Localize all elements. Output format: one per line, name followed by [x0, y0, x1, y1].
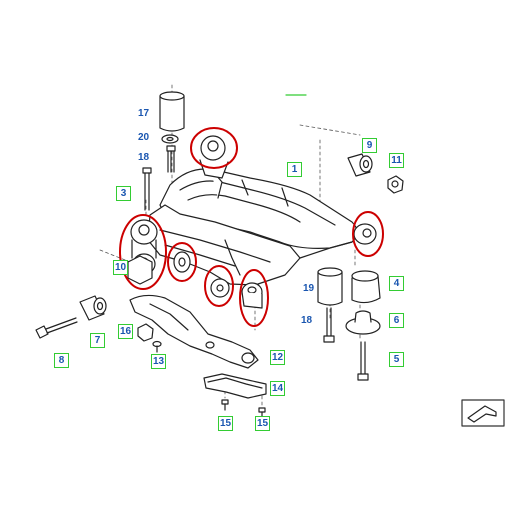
callout-7: 7	[90, 333, 105, 348]
highlight-ring	[167, 242, 197, 282]
highlight-rings	[119, 127, 384, 327]
highlight-ring	[204, 265, 234, 307]
callout-12: 12	[270, 350, 285, 365]
part-20-washer	[161, 134, 179, 144]
callout-10: 10	[113, 260, 128, 275]
callout-3: 3	[116, 186, 131, 201]
part-3-bolt	[142, 167, 152, 211]
part-7-bushing	[79, 295, 107, 321]
label-20: 20	[138, 132, 150, 143]
callout-6: 6	[389, 313, 404, 328]
mount-right	[353, 223, 377, 245]
callout-15: 15	[255, 416, 270, 431]
part-18-bolt-lower	[323, 307, 335, 343]
highlight-ring	[119, 214, 167, 290]
highlight-ring	[190, 127, 238, 169]
callout-16: 16	[118, 324, 133, 339]
subframe	[147, 167, 358, 286]
part-8-bolt	[35, 317, 78, 339]
callout-15: 15	[218, 416, 233, 431]
callout-4: 4	[389, 276, 404, 291]
part-4-bushing	[351, 270, 381, 304]
callout-9: 9	[362, 138, 377, 153]
part-6-plate	[345, 310, 381, 335]
callout-5: 5	[389, 352, 404, 367]
callout-14: 14	[270, 381, 285, 396]
part-15-screws	[221, 399, 266, 417]
part-16-nut	[137, 323, 154, 342]
part-12-carrier	[129, 294, 259, 369]
part-14-shield	[203, 373, 267, 399]
part-11-nut	[387, 175, 404, 194]
label-17: 17	[138, 108, 150, 119]
highlight-ring	[239, 269, 269, 327]
label-18: 18	[138, 152, 150, 163]
highlight-ring	[352, 211, 384, 257]
part-13-screw	[152, 340, 162, 353]
mount-top-left	[199, 135, 229, 179]
part-18-bolt-upper	[166, 145, 176, 173]
bushing-inner	[173, 251, 263, 309]
callout-13: 13	[151, 354, 166, 369]
part-17-mount	[159, 91, 185, 132]
orientation-arrow-icon	[461, 399, 505, 427]
part-10-bracket	[127, 255, 153, 285]
part-5-bolt	[357, 341, 369, 381]
part-9-bushing	[347, 153, 373, 177]
part-19-mount	[317, 267, 343, 306]
label-18: 18	[301, 315, 313, 326]
callout-11: 11	[389, 153, 404, 168]
callout-8: 8	[54, 353, 69, 368]
label-19: 19	[303, 283, 315, 294]
callout-1: 1	[287, 162, 302, 177]
